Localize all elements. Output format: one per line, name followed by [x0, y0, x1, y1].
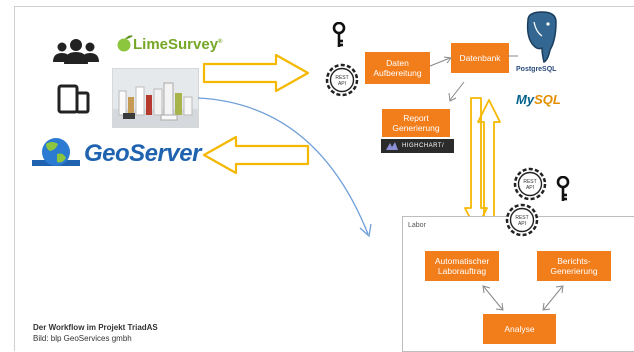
box-analyse: Analyse — [483, 314, 556, 344]
connector-arrow — [448, 81, 465, 102]
key-icon — [556, 176, 570, 201]
devices-icon — [57, 84, 90, 114]
key-icon — [332, 22, 346, 47]
rest-api-gear-icon: REST API — [505, 203, 539, 237]
figure-caption: Der Workflow im Projekt TriadAS Bild: bl… — [33, 322, 158, 344]
labor-title: Labor — [408, 222, 426, 229]
svg-text:API: API — [526, 185, 534, 191]
users-icon — [53, 39, 99, 64]
highcharts-logo: HIGHCHART/ — [381, 139, 454, 153]
connector-arrow — [482, 285, 504, 311]
rest-api-gear-icon: REST API — [513, 167, 547, 201]
svg-text:REST: REST — [335, 75, 348, 81]
connector-arrow — [542, 285, 564, 311]
box-datenbank: Datenbank — [451, 43, 509, 73]
svg-text:REST: REST — [523, 179, 536, 185]
yellow-arrow-right — [202, 53, 310, 93]
svg-text:REST: REST — [515, 215, 528, 221]
box-berichts-generierung: Berichts-Generierung — [537, 251, 611, 281]
mysql-logo: MySQL — [516, 92, 561, 107]
rest-api-gear-icon: REST API — [325, 63, 359, 97]
limesurvey-logo-icon — [117, 35, 133, 52]
lab-sample-photo — [112, 68, 199, 128]
postgresql-elephant-icon — [526, 11, 557, 64]
geoserver-logo: GeoServer — [84, 140, 201, 167]
svg-text:API: API — [338, 81, 346, 87]
caption-title: Der Workflow im Projekt TriadAS — [33, 323, 158, 332]
connector-arrow — [508, 55, 518, 57]
postgresql-logo: PostgreSQL — [516, 66, 557, 73]
svg-text:API: API — [518, 221, 526, 227]
blue-flow-arrow — [197, 97, 372, 238]
yellow-vertical-arrows — [464, 97, 501, 233]
geoserver-globe-icon — [32, 138, 80, 166]
highcharts-mark-icon — [386, 142, 398, 150]
yellow-arrow-left — [202, 135, 310, 175]
limesurvey-logo: LimeSurvey® — [133, 36, 223, 53]
box-automatischer-laborauftrag: Automatischer Laborauftrag — [425, 251, 499, 281]
connector-arrow — [429, 56, 452, 67]
box-daten-aufbereitung: Daten Aufbereitung — [365, 52, 430, 84]
caption-credit: Bild: blp GeoServices gmbh — [33, 334, 132, 343]
box-report-generierung: Report Generierung — [382, 109, 450, 137]
figure-frame — [14, 6, 634, 351]
